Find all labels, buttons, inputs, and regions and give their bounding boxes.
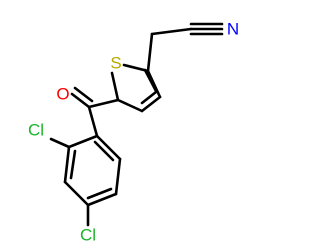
bond-b4-b5	[86, 192, 118, 207]
bond-b4-b5-double	[86, 187, 113, 200]
bond-carbonyl-o-2	[73, 86, 94, 103]
bond-b2-b3-double	[69, 149, 77, 180]
bond-c2-carbonyl	[87, 98, 120, 109]
atom-chlorine-para: Cl	[80, 226, 96, 245]
bonds	[49, 22, 224, 227]
bond-ch2-c5	[146, 32, 154, 73]
bond-c4-c5	[146, 69, 162, 99]
bond-s-c2	[110, 71, 120, 102]
bond-carbonyl-o-1	[70, 92, 91, 109]
bond-b6-b1-double	[93, 140, 115, 162]
atom-labels: S O N Cl Cl	[28, 20, 239, 245]
bond-b5-b6	[114, 157, 122, 196]
atom-chlorine-ortho: Cl	[28, 121, 44, 140]
bond-carbonyl-c1	[87, 105, 99, 138]
atom-oxygen: O	[56, 85, 69, 104]
atom-sulfur: S	[110, 54, 121, 73]
bond-ch2-cn	[150, 27, 193, 36]
bond-b2-cl	[49, 137, 71, 149]
bond-c3-c4-double	[140, 90, 158, 105]
bond-b2-b3	[63, 145, 71, 184]
chemical-structure-diagram: S O N Cl Cl	[28, 20, 239, 245]
bond-c3-c4	[140, 95, 162, 113]
bond-c2-c3	[116, 98, 144, 113]
bond-b1-b2	[67, 134, 99, 149]
bond-b6-b1	[95, 134, 122, 161]
bond-c4-c5-double	[143, 68, 158, 93]
atom-nitrogen: N	[227, 20, 239, 39]
bond-b3-b4	[63, 180, 90, 207]
